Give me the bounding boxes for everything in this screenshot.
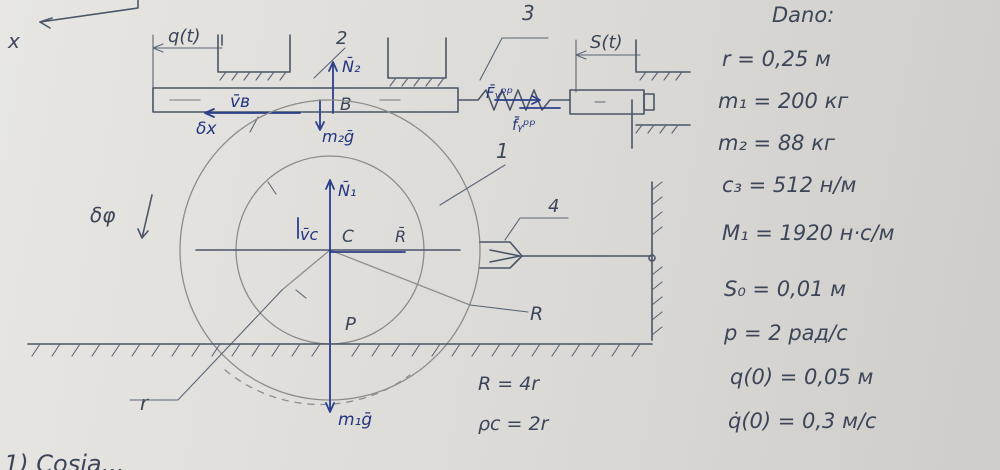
- top-left-frame: [39, 0, 139, 23]
- n2-label: N̄₂: [342, 57, 361, 76]
- point-b-label: B: [340, 95, 352, 115]
- x-axis-arrow: [39, 17, 53, 29]
- m1g-label: m₁ḡ: [338, 410, 372, 430]
- body-4-label: 4: [548, 196, 559, 217]
- slider-rod: [152, 87, 459, 113]
- relation-r: R = 4r: [478, 373, 540, 395]
- body-4-leader: [504, 217, 569, 241]
- body-2-leader: [313, 47, 346, 79]
- spring-force-top: F̄ᵧᵖᵖ: [486, 83, 513, 102]
- given-item-7: p = 2 рад/c: [723, 321, 848, 345]
- vb-label: v̄ʙ: [230, 92, 250, 112]
- rim-ticks: [267, 181, 307, 299]
- spring-piston: [569, 89, 655, 115]
- r-vector-label: R̄: [395, 227, 406, 246]
- given-item-5: M₁ = 1920 н·c/м: [722, 221, 895, 245]
- m1g-arrow: [325, 249, 335, 413]
- vb-arrow: [204, 108, 301, 118]
- x-axis-label: x: [7, 29, 20, 53]
- guide-middle: [387, 37, 447, 87]
- delta-x-label: δx: [196, 119, 217, 139]
- guide-right: [631, 39, 691, 149]
- damper: [479, 241, 656, 269]
- n1-label: N̄₁: [338, 181, 356, 200]
- given-item-9: q̇(0) = 0,3 м/c: [728, 409, 877, 433]
- given-title: Dano:: [772, 3, 834, 27]
- body-3-label: 3: [522, 1, 535, 25]
- delta-phi-label: δφ: [90, 203, 115, 227]
- n1-arrow: [325, 179, 335, 251]
- big-r-label: R: [530, 303, 543, 325]
- m2g-arrow: [315, 99, 325, 131]
- given-item-6: S₀ = 0,01 м: [724, 277, 846, 301]
- given-item-1: r = 0,25 м: [722, 47, 831, 71]
- bottom-text: 1) Cosia...: [4, 450, 124, 470]
- body-1-leader: [439, 164, 506, 206]
- ground: [27, 343, 653, 357]
- vc-label: v̄c: [300, 225, 318, 244]
- point-p-label: P: [345, 314, 356, 335]
- delta-phi-arrow: [137, 194, 153, 239]
- body-3-leader: [479, 37, 549, 81]
- big-r-leader: [469, 304, 529, 313]
- center-c-label: C: [342, 227, 354, 247]
- given-item-3: m₂ = 88 кг: [718, 131, 836, 155]
- right-wall: [651, 181, 663, 341]
- given-item-2: m₁ = 200 кг: [718, 89, 849, 113]
- small-r-label: r: [140, 391, 150, 415]
- spring-force-arrows: [494, 95, 561, 109]
- given-item-4: c₃ = 512 н/м: [722, 173, 856, 197]
- small-r-leader: [129, 289, 283, 401]
- body-1-label: 1: [496, 139, 509, 163]
- relation-rho: ρc = 2r: [478, 413, 550, 435]
- q-label: q(t): [168, 26, 201, 47]
- s-label: S(t): [590, 32, 623, 53]
- q-dimension-line: [152, 34, 223, 91]
- n2-arrow: [328, 61, 338, 114]
- body-2-label: 2: [336, 28, 347, 49]
- m2g-label: m₂ḡ: [322, 127, 354, 146]
- guide-left: [217, 34, 291, 81]
- spring-force-bottom: f̄ᵧᵖᵖ: [512, 115, 536, 134]
- s-dimension-line: [575, 39, 641, 93]
- given-item-8: q(0) = 0,05 м: [730, 365, 873, 389]
